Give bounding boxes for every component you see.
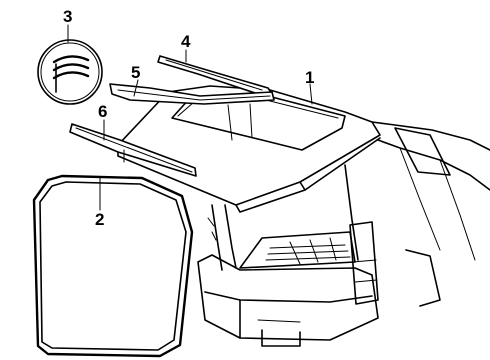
part-2-weatherstrip (32, 174, 194, 358)
callout-3: 3 (63, 7, 72, 26)
callout-2: 2 (95, 210, 104, 229)
part-3-emblem (37, 39, 103, 105)
callout-1: 1 (305, 68, 314, 87)
callout-5: 5 (131, 63, 140, 82)
part-6-lower-molding (69, 123, 197, 177)
callout-4: 4 (181, 32, 191, 51)
part-5-window-molding (109, 83, 275, 105)
callout-6: 6 (98, 102, 107, 121)
vehicle-body (197, 121, 490, 347)
leader-lines (67, 24, 313, 211)
liftgate (117, 85, 381, 213)
